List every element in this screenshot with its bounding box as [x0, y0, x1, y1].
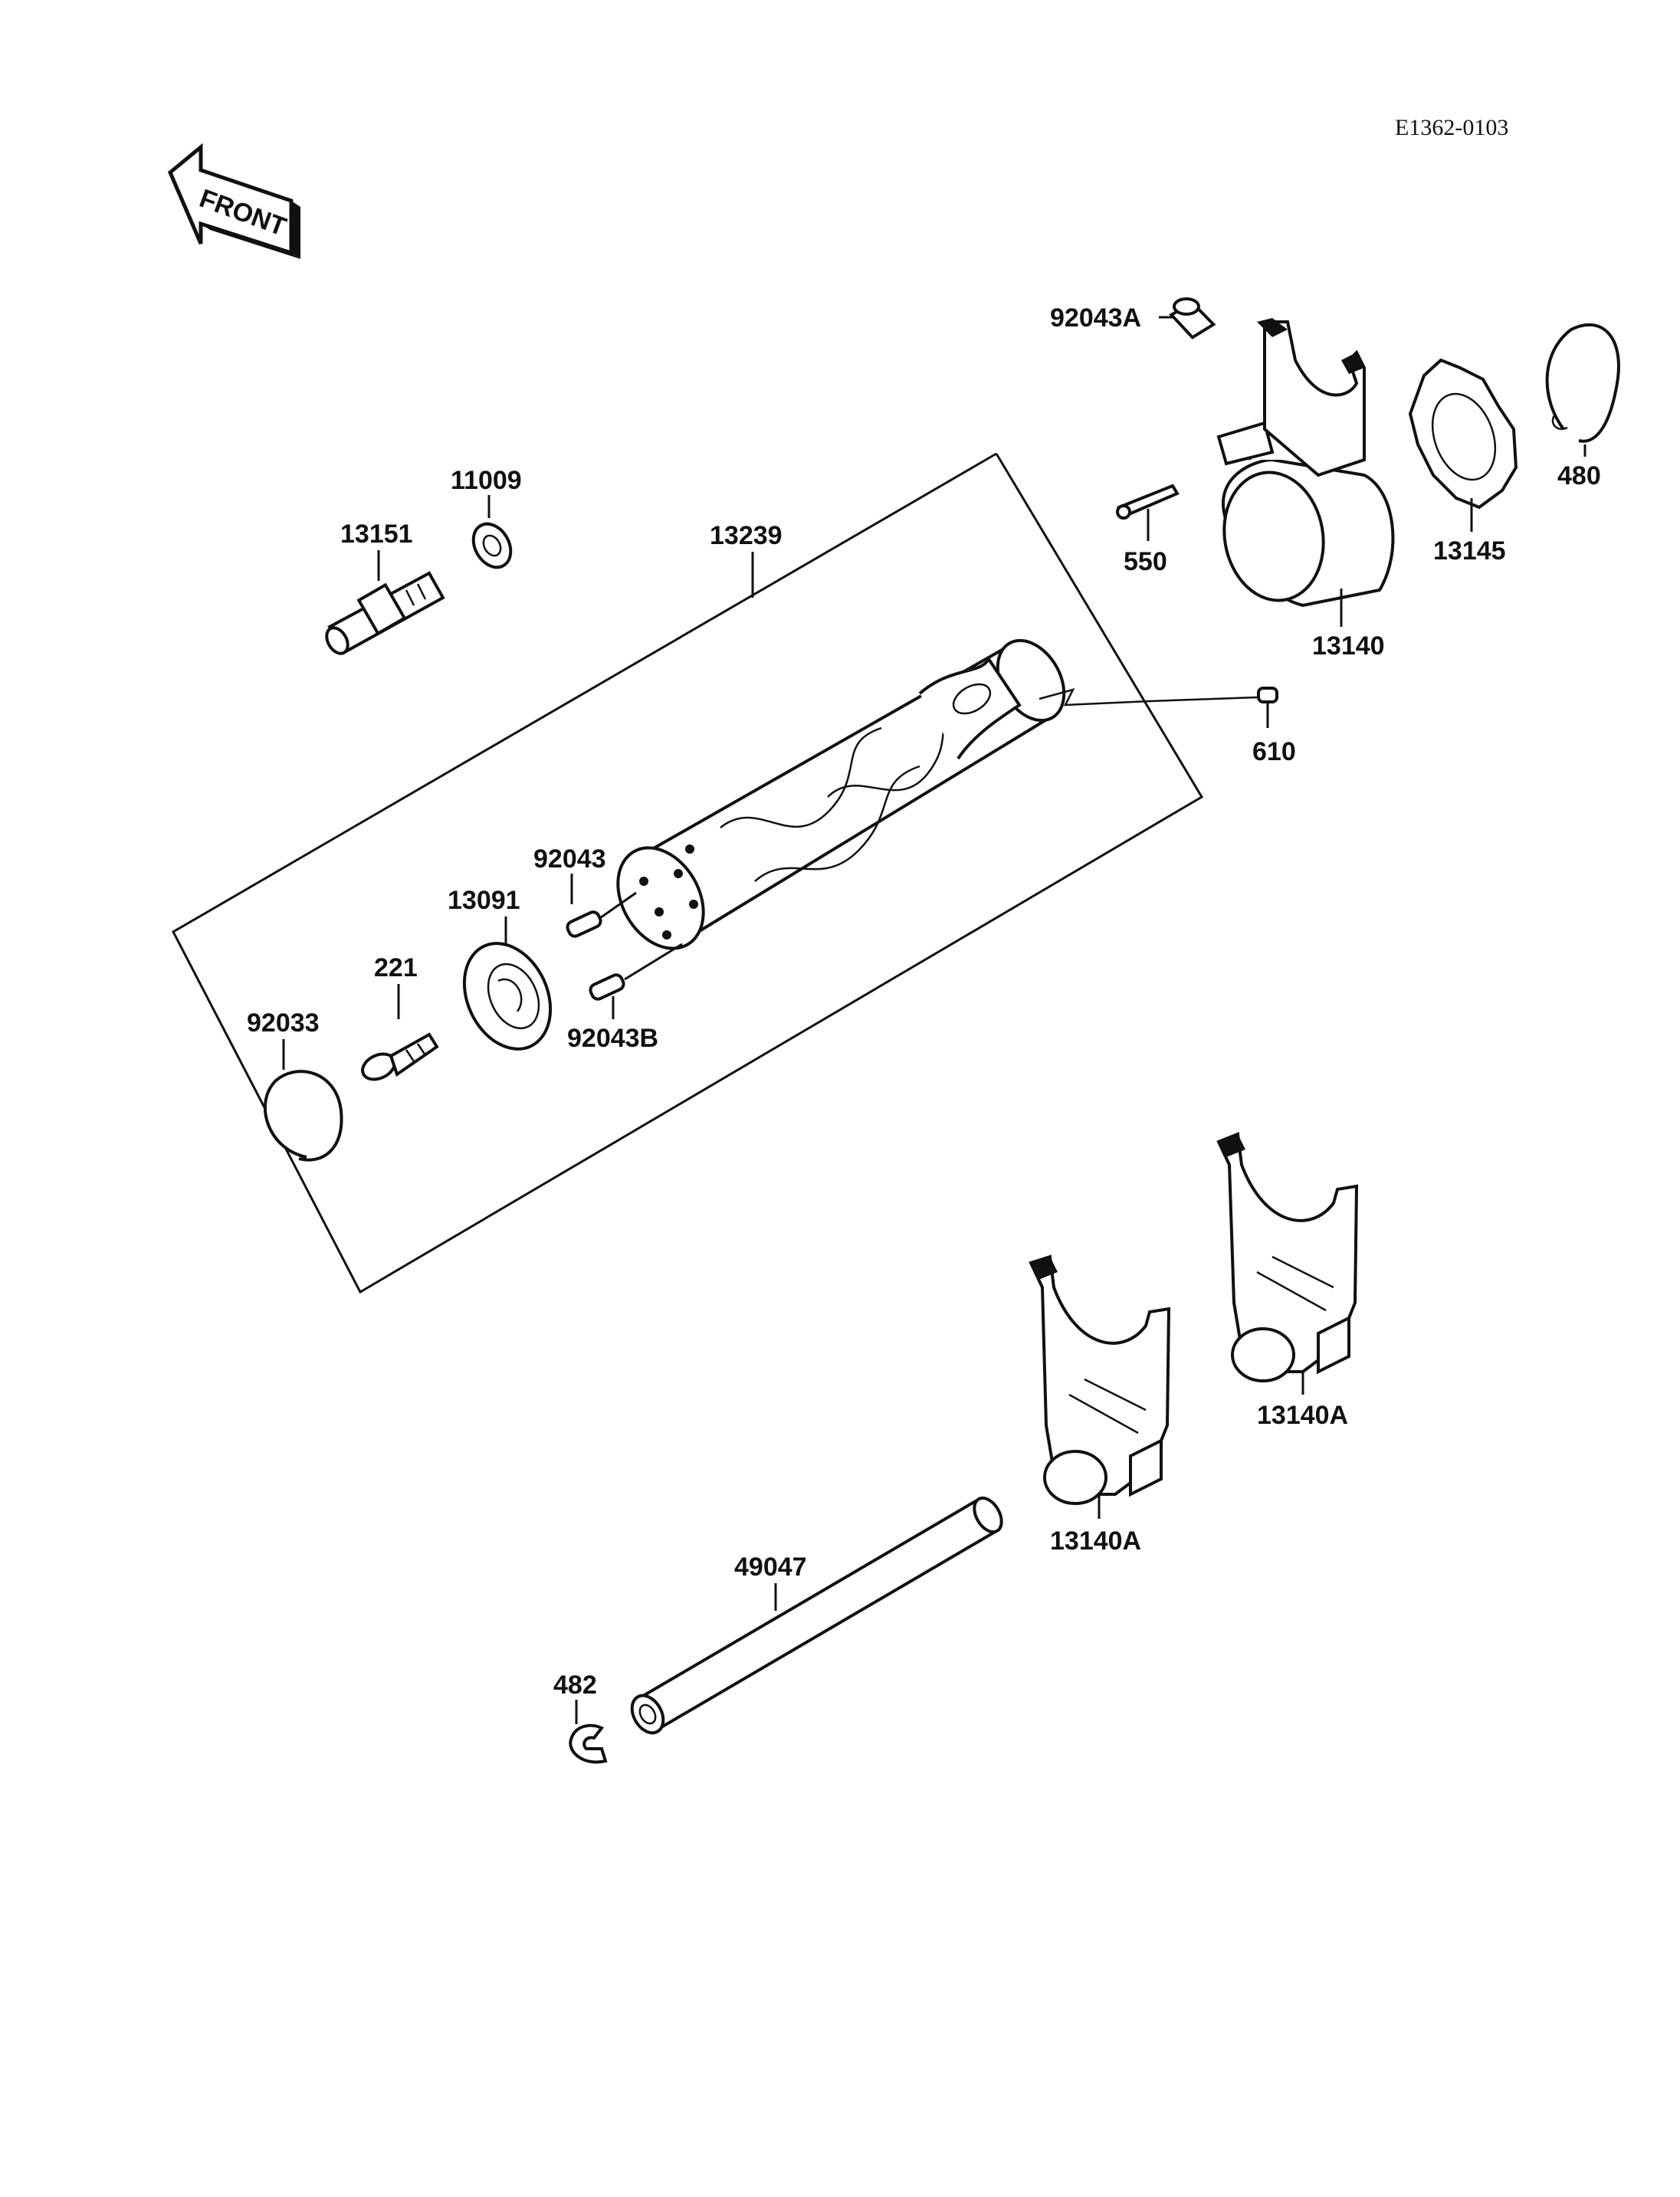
circlip-480-part — [1545, 323, 1620, 443]
leader-610 — [1039, 688, 1258, 707]
label-13140A-upper: 13140A — [1257, 1401, 1348, 1430]
label-13151: 13151 — [340, 520, 413, 549]
washer-11009-part — [471, 522, 513, 569]
neutral-switch-13151-part — [325, 571, 445, 655]
label-550: 550 — [1124, 547, 1167, 576]
shift-drum-part — [616, 638, 1066, 950]
label-49047: 49047 — [734, 1553, 807, 1582]
assembly-box-13239 — [172, 452, 1204, 1294]
label-92043A: 92043A — [1050, 303, 1141, 333]
label-13239: 13239 — [710, 521, 783, 550]
label-11009: 11009 — [451, 466, 522, 495]
plate-13091-part — [462, 942, 553, 1051]
shift-fork-13140-part — [1216, 318, 1395, 608]
label-92033: 92033 — [247, 1008, 320, 1038]
pin-92043B-part — [589, 973, 625, 1001]
pin-92043A-part — [1169, 297, 1216, 339]
diagram-code: E1362-0103 — [1395, 115, 1508, 140]
label-610: 610 — [1252, 737, 1296, 766]
circlip-482-part — [569, 1723, 608, 1764]
label-92043: 92043 — [533, 844, 606, 874]
pin-92043-part — [566, 910, 602, 938]
front-arrow-icon: FRONT — [167, 143, 300, 259]
shift-fork-13140A-upper-part — [1216, 1132, 1359, 1382]
label-13140A-lower: 13140A — [1050, 1526, 1141, 1556]
label-221: 221 — [374, 953, 418, 982]
label-92043B: 92043B — [567, 1024, 658, 1053]
label-480: 480 — [1557, 461, 1601, 490]
drum-cam-13145-part — [1408, 358, 1518, 510]
shaft-49047-part — [630, 1496, 1003, 1735]
label-13091: 13091 — [448, 886, 520, 915]
label-13145: 13145 — [1433, 536, 1506, 566]
label-482: 482 — [553, 1671, 597, 1700]
screw-221-part — [361, 1032, 439, 1081]
pin-610-part — [1257, 687, 1278, 703]
circlip-92033-part — [263, 1070, 343, 1162]
cotter-pin-550-part — [1116, 484, 1180, 520]
shift-fork-13140A-lower-part — [1029, 1254, 1171, 1505]
label-13140: 13140 — [1312, 631, 1385, 661]
